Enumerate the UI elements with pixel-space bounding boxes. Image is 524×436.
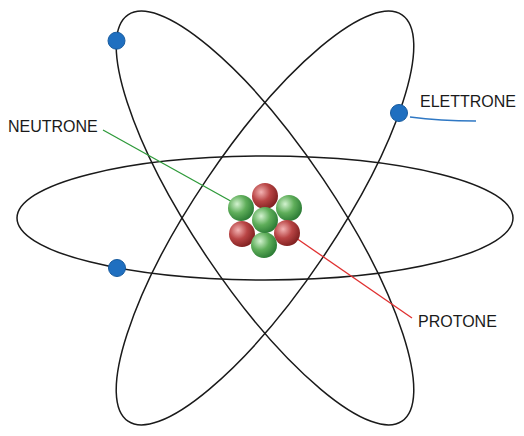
neutron-sphere (252, 207, 278, 233)
leader-line (410, 117, 476, 121)
nucleus (228, 183, 302, 258)
electron-dot (108, 32, 125, 49)
proton-sphere (252, 183, 278, 209)
proton-sphere (274, 220, 300, 246)
orbit (70, 0, 460, 436)
orbit (70, 0, 460, 436)
part-label: PROTONE (418, 312, 497, 332)
leader-line (103, 130, 236, 204)
neutron-sphere (228, 195, 254, 221)
neutron-sphere (251, 232, 277, 258)
neutron-sphere (276, 195, 302, 221)
electron-dot (109, 260, 126, 277)
leader-line (296, 238, 412, 318)
part-label: ELETTRONE (420, 92, 516, 112)
electron-dot (391, 105, 408, 122)
proton-sphere (229, 221, 255, 247)
orbit (17, 156, 513, 280)
part-label: NEUTRONE (8, 117, 98, 137)
